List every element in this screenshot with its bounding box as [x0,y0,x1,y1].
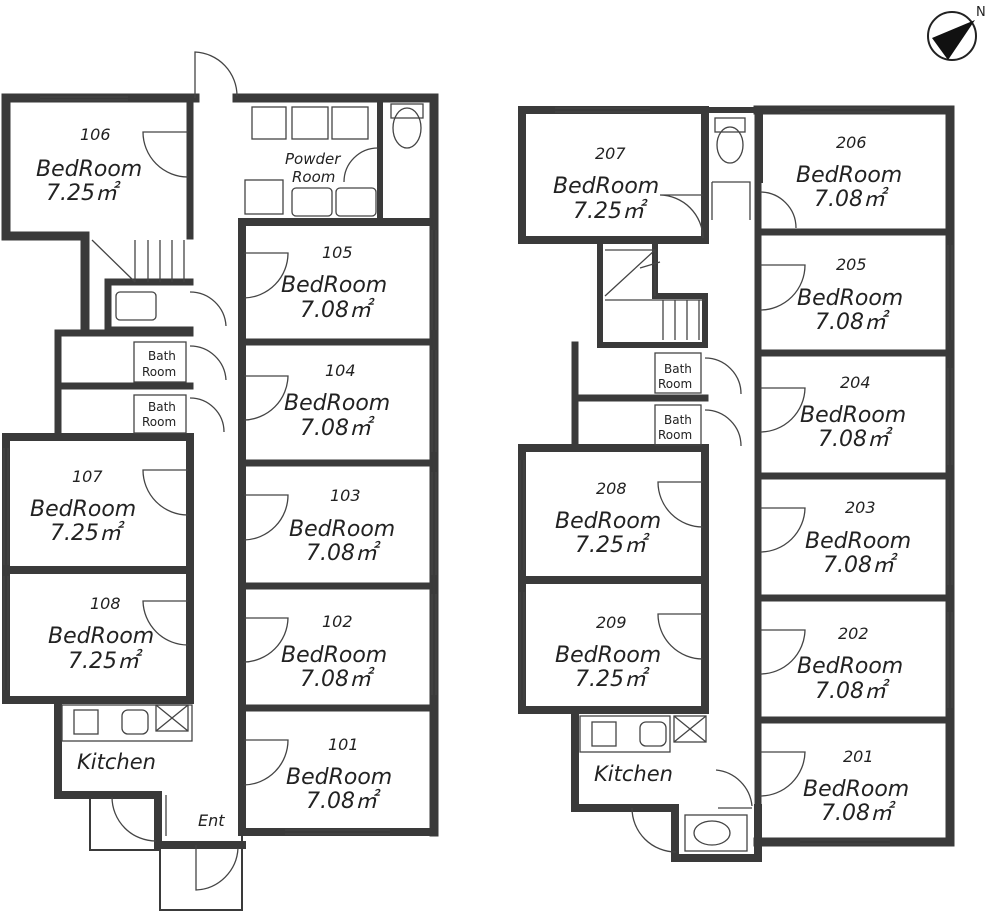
room-204: 204 BedRoom 7.08㎡ [800,373,906,452]
room-label: BedRoom [284,391,390,416]
entrance-label: Ent [198,811,225,830]
bath-line2: Room [658,428,692,442]
room-label: BedRoom [805,529,911,554]
powder-room-line1: Powder [285,150,341,168]
room-205: 205 BedRoom 7.08㎡ [797,255,903,335]
room-label: BedRoom [281,273,387,298]
room-107: 107 BedRoom 7.25㎡ [30,467,136,546]
floor-2-fixtures [519,107,953,853]
kitchen-1-label: Kitchen [77,750,156,774]
room-203: 203 BedRoom 7.08㎡ [805,498,911,578]
room-area: 7.08㎡ [300,297,375,323]
room-area: 7.25㎡ [575,532,650,558]
room-area: 7.25㎡ [573,198,648,224]
bath-room-1b: Bath Room [142,400,176,429]
room-area: 7.25㎡ [68,648,143,674]
room-102: 102 BedRoom 7.08㎡ [281,612,387,692]
room-number: 202 [838,624,869,643]
room-label: BedRoom [48,624,154,649]
room-number: 203 [845,498,876,517]
room-area: 7.08㎡ [818,426,893,452]
room-number: 103 [330,486,361,505]
kitchen-2-label: Kitchen [594,762,673,786]
room-label: BedRoom [36,157,142,182]
room-209: 209 BedRoom 7.25㎡ [555,613,661,692]
bath-line1: Bath [664,413,692,427]
room-103: 103 BedRoom 7.08㎡ [289,486,395,566]
bath-line2: Room [142,365,176,379]
floor-1-fixtures [3,51,437,891]
room-201: 201 BedRoom 7.08㎡ [803,747,909,826]
room-105: 105 BedRoom 7.08㎡ [281,243,387,323]
bath-room-1a: Bath Room [142,349,176,379]
room-area: 7.08㎡ [823,552,898,578]
bath-room-2b: Bath Room [658,413,692,442]
room-number: 104 [325,361,356,380]
room-label: BedRoom [555,509,661,534]
room-104: 104 BedRoom 7.08㎡ [284,361,390,441]
room-area: 7.08㎡ [306,788,381,814]
bath-room-2a: Bath Room [658,362,692,391]
room-label: BedRoom [30,497,136,522]
room-108: 108 BedRoom 7.25㎡ [48,594,154,674]
bath-line1: Bath [148,400,176,414]
powder-room-line2: Room [292,168,335,186]
room-number: 101 [328,735,359,754]
room-area: 7.25㎡ [575,666,650,692]
room-number: 208 [596,479,627,498]
room-number: 102 [322,612,353,631]
room-label: BedRoom [796,163,902,188]
room-label: BedRoom [800,403,906,428]
room-area: 7.08㎡ [821,800,896,826]
compass-label: N [976,5,986,20]
room-202: 202 BedRoom 7.08㎡ [797,624,903,704]
room-label: BedRoom [555,643,661,668]
room-number: 106 [80,125,111,144]
room-area: 7.08㎡ [300,415,375,441]
bath-line2: Room [658,377,692,391]
room-area: 7.08㎡ [815,678,890,704]
room-area: 7.08㎡ [815,309,890,335]
room-number: 201 [843,747,874,766]
room-number: 107 [72,467,103,486]
bath-line1: Bath [148,349,176,363]
room-101: 101 BedRoom 7.08㎡ [286,735,392,814]
room-label: BedRoom [797,286,903,311]
floor-2 [518,105,955,862]
room-area: 7.25㎡ [46,180,121,206]
room-number: 207 [595,144,626,163]
room-label: BedRoom [803,777,909,802]
room-label: BedRoom [553,174,659,199]
room-number: 209 [596,613,627,632]
room-label: BedRoom [289,517,395,542]
room-206: 206 BedRoom 7.08㎡ [796,133,902,212]
room-106: 106 BedRoom 7.25㎡ [36,125,142,206]
bath-line2: Room [142,415,176,429]
bath-line1: Bath [664,362,692,376]
compass-icon: N [927,5,986,61]
floor-1 [1,93,439,911]
room-area: 7.25㎡ [50,520,125,546]
room-number: 205 [836,255,867,274]
room-label: BedRoom [281,643,387,668]
room-number: 105 [322,243,353,262]
room-208: 208 BedRoom 7.25㎡ [555,479,661,558]
powder-room: Powder Room [285,150,341,186]
room-label: BedRoom [797,654,903,679]
room-area: 7.08㎡ [814,186,889,212]
room-area: 7.08㎡ [300,666,375,692]
room-207: 207 BedRoom 7.25㎡ [553,144,659,224]
room-number: 206 [836,133,867,152]
room-label: BedRoom [286,765,392,790]
room-number: 108 [90,594,121,613]
room-area: 7.08㎡ [306,540,381,566]
room-number: 204 [840,373,871,392]
